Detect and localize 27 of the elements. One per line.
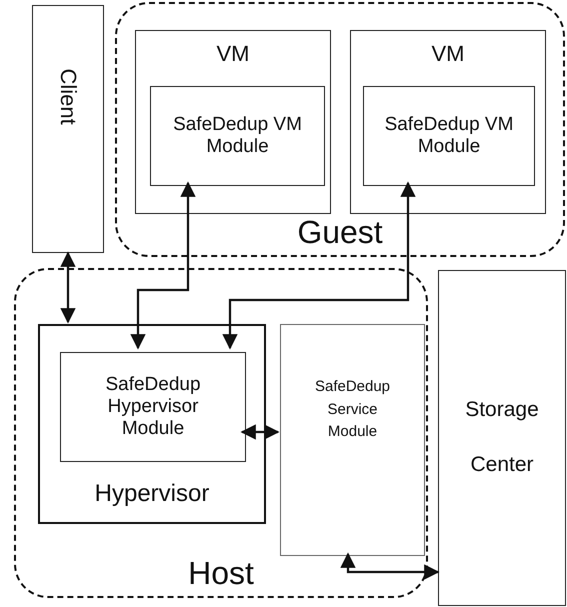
hypervisor-box: [38, 324, 266, 524]
box-label: SafeDedup VM Module: [384, 114, 514, 158]
storage-box: [438, 270, 566, 606]
box-label: Hypervisor: [94, 480, 210, 508]
module-box: [60, 352, 246, 462]
module-box: [150, 86, 325, 186]
box-label: SafeDedup Service Module: [314, 377, 392, 442]
connector-arrow: [240, 424, 280, 440]
box-label: Client: [55, 68, 81, 125]
box-label: VM: [216, 41, 250, 66]
dashed-region: [115, 2, 565, 257]
region-label: Host: [188, 555, 254, 592]
module-box: [363, 86, 535, 186]
box-label: VM: [432, 41, 464, 66]
client-box: [32, 5, 104, 253]
box-label: Storage Center: [464, 397, 540, 478]
dashed-region: [14, 268, 428, 598]
connector-arrow: [60, 251, 76, 324]
service-box: [280, 324, 425, 556]
vm-box: [135, 30, 331, 214]
connector-arrow: [340, 552, 440, 580]
box-label: SafeDedup Hypervisor Module: [104, 374, 202, 440]
connector-arrow: [130, 181, 196, 350]
connector-arrow: [222, 181, 416, 350]
region-label: Guest: [297, 214, 383, 251]
vm-box: [350, 30, 546, 214]
box-label: SafeDedup VM Module: [172, 114, 303, 158]
